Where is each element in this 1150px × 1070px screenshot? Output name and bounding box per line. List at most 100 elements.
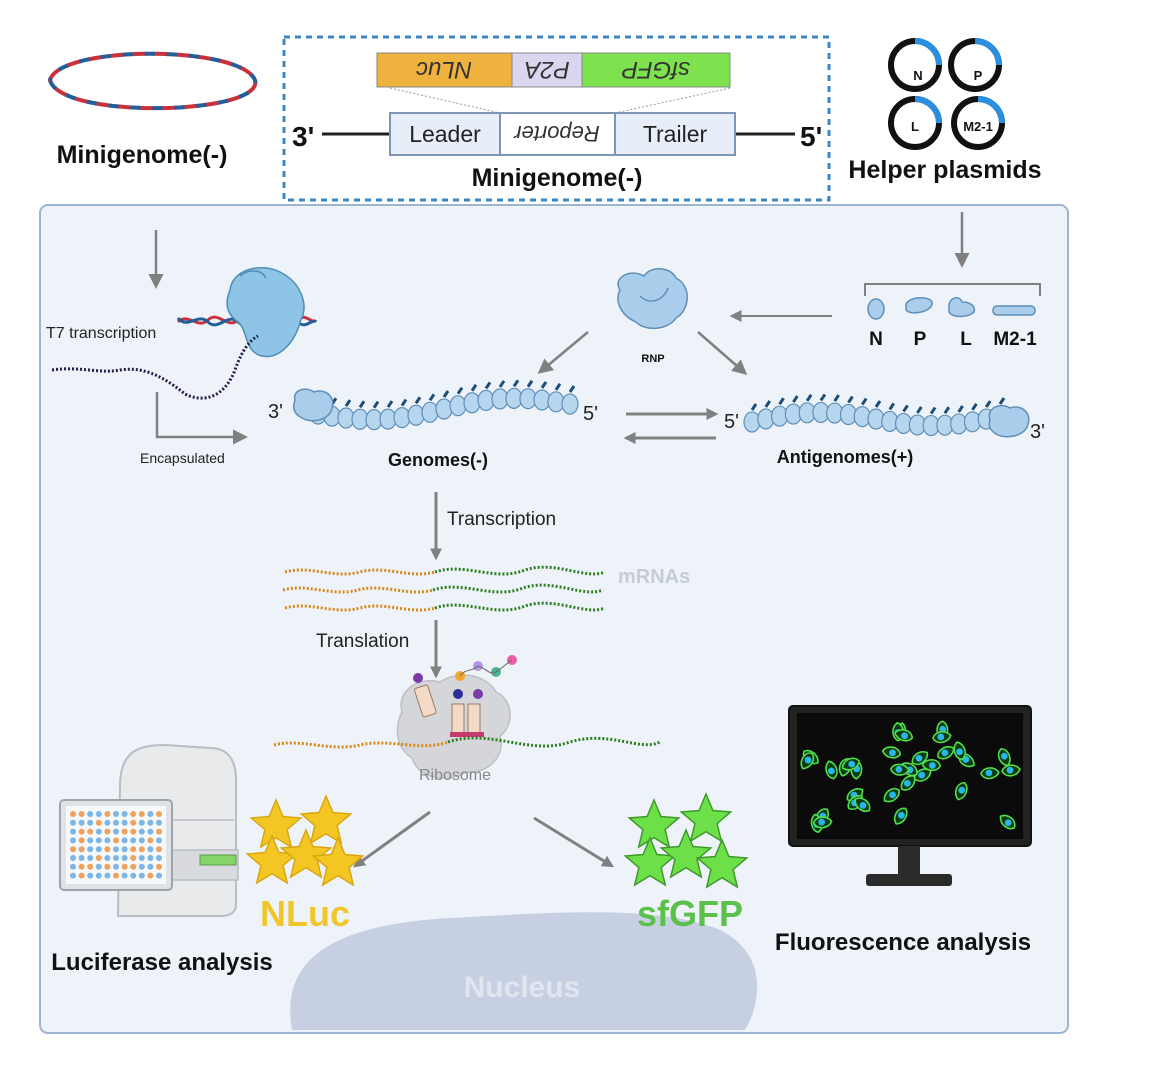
- rna-tick: [498, 380, 506, 388]
- sfgfp-segment-label: sfGFP: [622, 56, 690, 83]
- plate-well: [95, 855, 102, 861]
- plate-well: [130, 855, 137, 861]
- plate-well: [121, 828, 128, 835]
- rna-tick: [874, 400, 882, 408]
- translation-label: Translation: [316, 631, 409, 652]
- rna-tick: [847, 395, 854, 404]
- plate-well: [78, 855, 85, 861]
- plate-well: [130, 811, 137, 817]
- plate-well: [147, 811, 154, 817]
- plate-well: [78, 837, 85, 844]
- plasmid-n-label: N: [913, 68, 922, 83]
- helper-plasmid-l-icon: [888, 96, 942, 150]
- trailer-label: Trailer: [643, 121, 708, 147]
- plate-well: [113, 837, 119, 844]
- plate-well: [138, 819, 145, 826]
- plate-well: [130, 846, 137, 853]
- construct-caption: Minigenome(-): [472, 164, 643, 192]
- protein-l-label: L: [960, 329, 972, 350]
- rna-tick: [792, 395, 799, 403]
- fluorescence-analysis-label: Fluorescence analysis: [775, 929, 1031, 956]
- plate-well: [130, 828, 137, 835]
- t7-rna-transcript: [51, 334, 259, 400]
- plate-well: [87, 819, 94, 826]
- fluorescent-cell: [841, 757, 860, 771]
- plate-well: [70, 846, 76, 853]
- fluorescent-cell: [921, 758, 942, 772]
- rna-tick: [764, 400, 772, 408]
- rna-tick: [568, 385, 576, 393]
- plate-well: [121, 819, 128, 826]
- star-icon: [679, 792, 733, 843]
- mrna-label: mRNAs: [618, 566, 690, 588]
- fluorescent-cell: [800, 752, 815, 770]
- fluorescent-cell: [881, 746, 902, 759]
- rna-tick: [860, 397, 868, 406]
- star-icon: [311, 836, 365, 887]
- plate-well: [87, 855, 94, 861]
- fluorescent-cells: [800, 720, 1021, 834]
- nluc-segment-label: NLuc: [416, 56, 472, 83]
- rna-tick: [470, 383, 478, 392]
- plate-well: [70, 837, 76, 844]
- rna-tick: [833, 394, 840, 402]
- plate-well: [156, 837, 162, 844]
- plate-well: [78, 819, 85, 826]
- star-icon: [279, 828, 333, 879]
- plate-well: [121, 855, 128, 861]
- plate-well: [78, 872, 85, 879]
- rna-tick: [456, 386, 464, 395]
- rna-tick: [943, 406, 951, 415]
- ribosome-icon: [396, 655, 517, 779]
- plate-well: [156, 863, 162, 870]
- fluorescent-cell: [893, 807, 908, 825]
- plate-well: [147, 846, 154, 853]
- plate-well: [156, 819, 162, 826]
- plate-well: [130, 837, 137, 844]
- fluorescent-cell: [894, 728, 914, 742]
- plate-well: [156, 828, 162, 835]
- fluorescent-cell: [937, 745, 955, 760]
- nucleus-label: Nucleus: [464, 971, 581, 1004]
- protein-l-icon: [948, 297, 976, 318]
- antigenome-end-right: 3': [1030, 421, 1045, 443]
- plate-well: [156, 872, 162, 879]
- encapsulated-arrow: [155, 392, 248, 445]
- plate-well: [121, 846, 128, 853]
- plate-well: [87, 872, 94, 879]
- rna-tick: [386, 400, 394, 408]
- plate-well: [104, 872, 111, 879]
- protein-p-label: P: [914, 329, 927, 350]
- plate-well: [147, 863, 154, 870]
- mrna-strands: [282, 565, 606, 612]
- plate-well: [78, 828, 85, 835]
- fluorescent-cell: [900, 775, 916, 791]
- fluorescent-cell: [883, 788, 900, 803]
- star-icon: [627, 798, 681, 849]
- plate-well: [156, 811, 162, 817]
- plate-dots: [70, 811, 162, 879]
- plate-well: [130, 863, 137, 870]
- plate-well: [147, 855, 154, 861]
- plate-well: [95, 828, 102, 835]
- plate-well: [95, 846, 102, 853]
- plate-well: [95, 837, 102, 844]
- rna-tick: [442, 390, 450, 398]
- plate-well: [104, 811, 111, 817]
- helper-plasmid-n-icon: [888, 38, 942, 92]
- sfgfp-segment: [581, 52, 731, 88]
- plate-well: [113, 863, 119, 870]
- construct-dashed-box: [282, 35, 831, 202]
- rna-tick: [998, 397, 1006, 405]
- rna-tick: [372, 400, 380, 409]
- transcription-label: Transcription: [447, 509, 556, 530]
- nucleoprotein: [435, 398, 453, 420]
- star-icon: [623, 836, 677, 887]
- plate-well: [70, 863, 76, 870]
- fluorescent-cell: [825, 760, 838, 780]
- plate-well: [104, 828, 111, 835]
- plate-well: [70, 872, 76, 879]
- rna-tick: [428, 393, 436, 402]
- construct-end-5: 5': [800, 121, 822, 152]
